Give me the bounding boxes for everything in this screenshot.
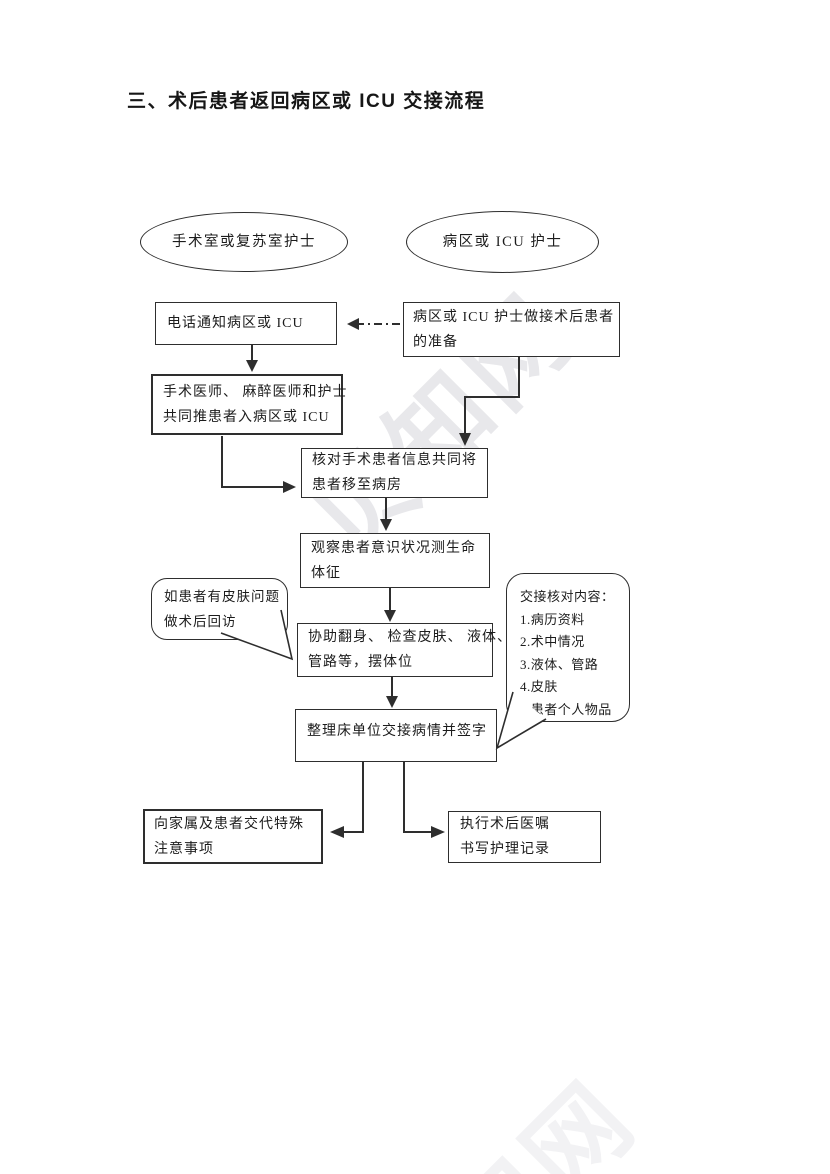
callout-skin-followup: 如患者有皮肤问题 做术后回访 [151,578,288,640]
flow-box-prepare-line1: 病区或 ICU 护士做接术后患者 [413,309,615,325]
callout-skin-followup-line2: 做术后回访 [164,614,237,629]
arrow-notify-to-escort [246,345,258,372]
flow-box-post-op-orders: 执行术后医嘱 书写护理记录 [448,811,601,863]
arrow-prepare-to-notify-dashed [347,318,400,330]
callout-checklist-item-3: 3.液体、管路 [520,656,599,672]
flow-box-inform-family: 向家属及患者交代特殊 注意事项 [143,809,323,864]
flow-box-escort-line2: 共同推患者入病区或 ICU [163,409,330,425]
flow-box-observe-line2: 体征 [311,565,341,581]
callout-checklist-item-2: 2.术中情况 [520,634,585,649]
ellipse-or-recovery-nurse-label: 手术室或复苏室护士 [172,233,316,250]
arrow-handover-to-family [330,762,364,838]
callout-handover-checklist: 交接核对内容： 1.病历资料 2.术中情况 3.液体、管路 4.皮肤 5.患者个… [506,573,630,722]
callout-checklist-item-1: 1.病历资料 [520,611,585,627]
callout-checklist-item-5: 5.患者个人物品 [520,701,612,717]
flow-box-verify-line2: 患者移至病房 [312,478,402,493]
callout-checklist-item-4: 4.皮肤 [520,679,558,694]
arrow-handover-to-orders [403,762,445,838]
flow-box-verify-line1: 核对手术患者信息共同将 [312,453,477,468]
ellipse-or-recovery-nurse: 手术室或复苏室护士 [140,212,348,272]
flow-box-post-op-orders-line1: 执行术后医嘱 [460,817,550,832]
flow-box-escort-line1: 手术医师、 麻醉医师和护士 [163,384,348,400]
flow-box-handover-sign-label: 整理床单位交接病情并签字 [307,724,487,739]
watermark-bottom: 贝知网 [334,1034,657,1174]
flow-box-observe-line1: 观察患者意识状况测生命 [311,540,476,556]
flow-box-escort: 手术医师、 麻醉医师和护士 共同推患者入病区或 ICU [151,374,348,435]
ellipse-ward-icu-nurse-label: 病区或 ICU 护士 [442,233,563,250]
flow-box-assist-line1: 协助翻身、 检查皮肤、 液体、 [308,630,512,645]
flow-box-notify: 电话通知病区或 ICU [155,302,337,345]
flow-box-notify-label: 电话通知病区或 ICU [167,316,304,331]
callout-checklist-title: 交接核对内容： [520,589,615,604]
flow-box-post-op-orders-line2: 书写护理记录 [460,842,550,857]
flow-box-prepare: 病区或 ICU 护士做接术后患者 的准备 [403,302,620,357]
flow-box-inform-family-line2: 注意事项 [154,841,214,857]
arrow-observe-to-assist [384,588,396,622]
arrow-assist-to-handover [386,677,398,708]
ellipse-ward-icu-nurse: 病区或 ICU 护士 [406,211,599,273]
page-title: 三、术后患者返回病区或 ICU 交接流程 [127,91,486,112]
flow-box-inform-family-line1: 向家属及患者交代特殊 [154,816,304,832]
callout-skin-followup-line1: 如患者有皮肤问题 [164,589,280,604]
flow-box-assist-line2: 管路等，摆体位 [308,655,413,670]
flow-box-verify: 核对手术患者信息共同将 患者移至病房 [301,448,488,498]
flow-box-handover-sign: 整理床单位交接病情并签字 [295,709,497,762]
flow-box-observe: 观察患者意识状况测生命 体征 [300,533,490,588]
flow-box-prepare-line2: 的准备 [413,334,458,350]
flow-box-assist: 协助翻身、 检查皮肤、 液体、 管路等，摆体位 [297,623,512,677]
